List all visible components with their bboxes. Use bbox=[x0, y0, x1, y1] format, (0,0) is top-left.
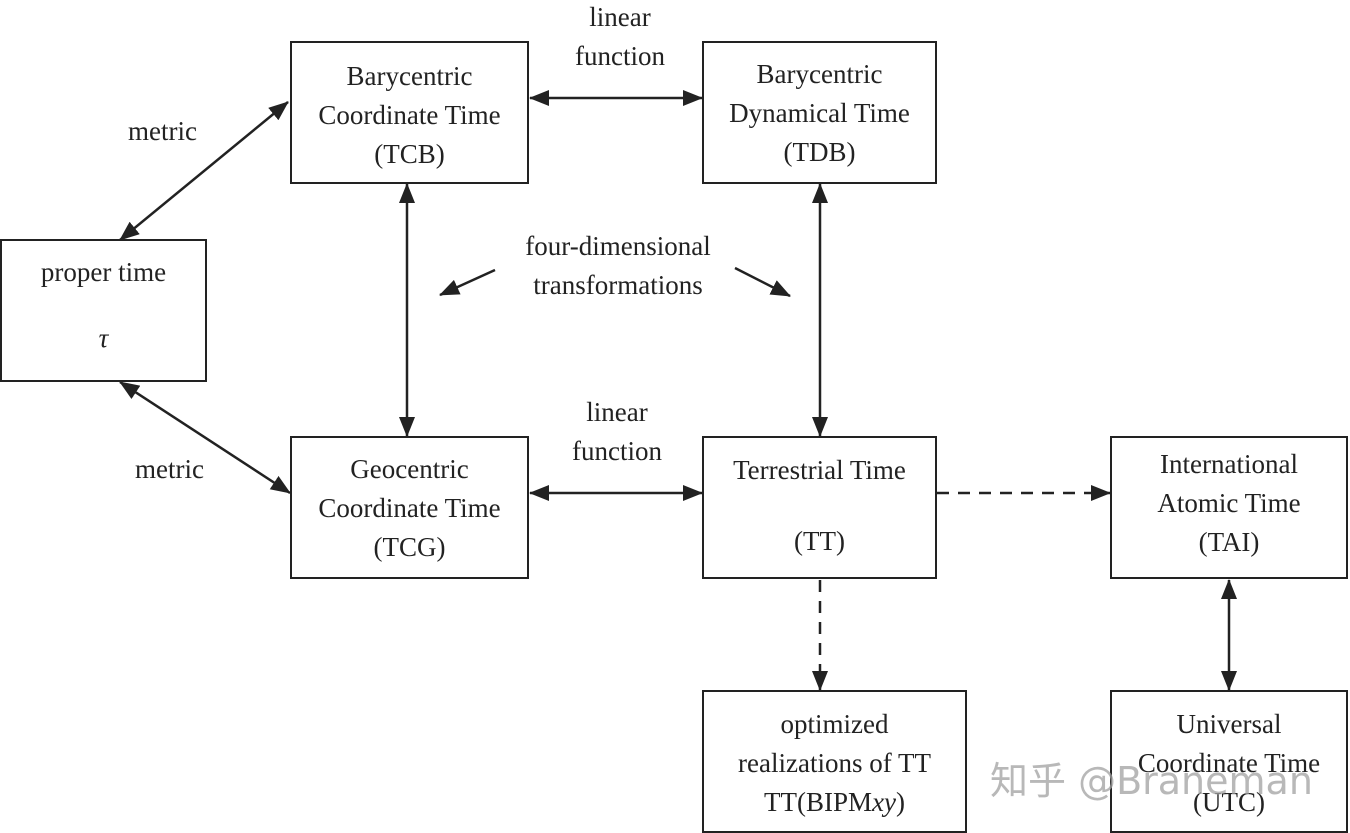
node-opt-line3-prefix: TT(BIPM bbox=[764, 787, 873, 817]
node-tcg-line1: Geocentric bbox=[350, 454, 469, 484]
node-tcb-line1: Barycentric bbox=[346, 61, 473, 91]
node-tt-line2: (TT) bbox=[794, 526, 845, 556]
label-metric-top: metric bbox=[128, 116, 197, 146]
label-linear-function-top: linear function bbox=[540, 0, 700, 76]
edge-proper-tcg bbox=[119, 380, 291, 495]
label-linear-function-mid: linear function bbox=[537, 393, 697, 471]
node-tcg-line2: Coordinate Time bbox=[318, 493, 501, 523]
node-tt-line1: Terrestrial Time bbox=[733, 455, 906, 485]
node-proper-line1: proper time bbox=[40, 257, 167, 287]
label-linear-mid-line2: function bbox=[572, 436, 662, 466]
label-metric-bottom: metric bbox=[135, 454, 204, 484]
node-tcb-line3: (TCB) bbox=[374, 139, 445, 169]
node-tai-line3: (TAI) bbox=[1198, 527, 1260, 557]
node-utc-line1: Universal bbox=[1176, 709, 1282, 739]
node-tcg-line3: (TCG) bbox=[373, 532, 446, 562]
node-tai: International Atomic Time (TAI) bbox=[1110, 436, 1348, 579]
node-opt-line3: TT(BIPMxy) bbox=[704, 783, 965, 822]
node-tdb-line2: Dynamical Time bbox=[729, 98, 910, 128]
node-utc-line3: (UTC) bbox=[1193, 787, 1265, 817]
tau-symbol: τ bbox=[98, 323, 109, 353]
node-utc: Universal Coordinate Time (UTC) bbox=[1110, 690, 1348, 833]
node-opt-line2: realizations of TT bbox=[738, 748, 931, 778]
label-four-dim-line2: transformations bbox=[533, 270, 703, 300]
node-tdb: Barycentric Dynamical Time (TDB) bbox=[702, 41, 937, 184]
label-four-dimensional: four-dimensional transformations bbox=[498, 227, 738, 305]
label-linear-top-line2: function bbox=[575, 41, 665, 71]
node-utc-line2: Coordinate Time bbox=[1137, 748, 1321, 778]
node-opt-line3-suffix: ) bbox=[895, 787, 905, 817]
watermark: 知乎 @Braneman bbox=[990, 759, 1313, 803]
node-tai-line1: International bbox=[1160, 449, 1298, 479]
node-tdb-line1: Barycentric bbox=[756, 59, 883, 89]
pointer-left bbox=[439, 268, 496, 297]
label-linear-mid-line1: linear bbox=[586, 397, 648, 427]
pointer-right bbox=[734, 266, 791, 298]
node-opt-line3-italic: xy bbox=[872, 787, 896, 817]
node-tcb-line2: Coordinate Time bbox=[318, 100, 501, 130]
node-opt-line1: optimized bbox=[780, 709, 889, 739]
node-optimized-realizations: optimized realizations of TT TT(BIPMxy) bbox=[702, 690, 967, 833]
label-four-dim-line1: four-dimensional bbox=[525, 231, 711, 261]
node-tt: Terrestrial Time (TT) bbox=[702, 436, 937, 579]
node-proper-time: proper time τ bbox=[0, 239, 207, 382]
edge-tcb-proper bbox=[119, 101, 289, 241]
node-tai-line2: Atomic Time bbox=[1157, 488, 1301, 518]
node-tcb: Barycentric Coordinate Time (TCB) bbox=[290, 41, 529, 184]
node-tcg: Geocentric Coordinate Time (TCG) bbox=[290, 436, 529, 579]
label-linear-top-line1: linear bbox=[589, 2, 651, 32]
node-tdb-line3: (TDB) bbox=[783, 137, 856, 167]
